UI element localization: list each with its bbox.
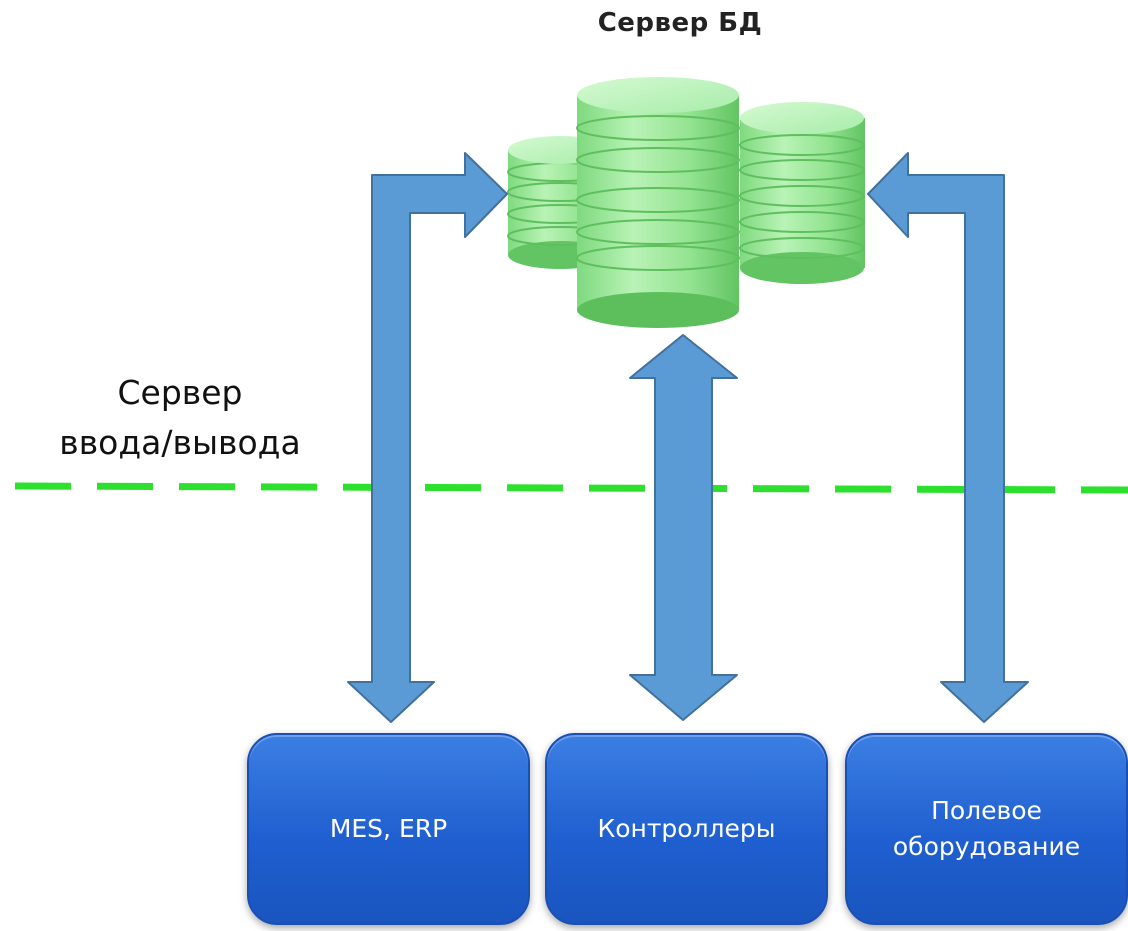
field-equipment-label-line-2: оборудование: [892, 832, 1081, 861]
io-boundary-dashed-line: [14, 482, 1128, 494]
database-stack-icon: [507, 77, 865, 328]
mes-erp-label: MES, ERP: [329, 814, 448, 843]
field-equipment-box: Полевое оборудование: [845, 733, 1128, 925]
io-server-label-line-1: Сервер: [117, 373, 243, 412]
io-server-label: Сервер ввода/вывода: [20, 368, 340, 468]
right-bidirectional-arrow: [867, 152, 1029, 723]
mes-erp-box: MES, ERP: [247, 733, 530, 925]
io-server-label-line-2: ввода/вывода: [59, 423, 301, 462]
center-bidirectional-arrow: [629, 334, 738, 721]
controllers-box: Контроллеры: [545, 733, 828, 925]
field-equipment-label-line-1: Полевое: [931, 796, 1042, 825]
database-server-title: Сервер БД: [597, 8, 763, 38]
left-bidirectional-arrow: [347, 152, 508, 723]
controllers-label: Контроллеры: [597, 814, 776, 843]
